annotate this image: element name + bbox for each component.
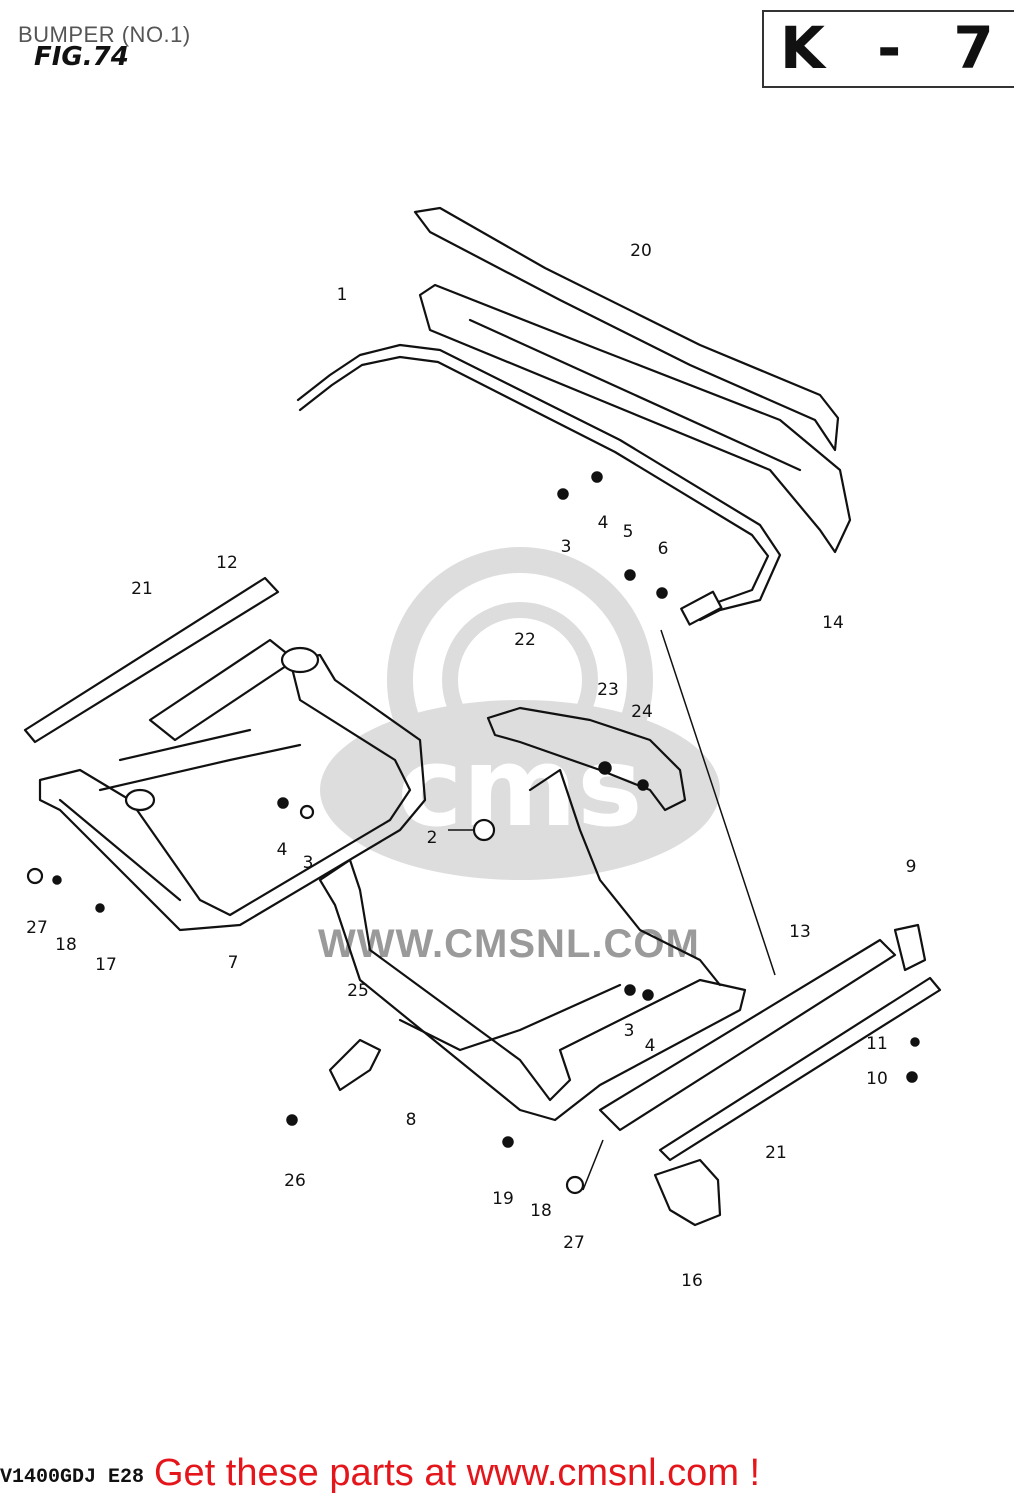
section-title: BUMPER (NO.1) [18, 22, 191, 47]
svg-text:cms: cms [397, 723, 642, 851]
callout-16: 16 [681, 1271, 703, 1291]
callout-4: 4 [645, 1036, 656, 1056]
callout-18: 18 [55, 935, 77, 955]
part-1-frame-pipe [296, 343, 782, 622]
callout-4: 4 [277, 840, 288, 860]
part-12-left-rail [148, 638, 297, 742]
callout-25: 25 [347, 981, 369, 1001]
callout-21: 21 [765, 1143, 787, 1163]
part-7-left-frame [38, 653, 427, 932]
part-21-left-trim [23, 576, 280, 744]
callout-2: 2 [427, 828, 438, 848]
callout-5: 5 [623, 522, 634, 542]
fasteners [26, 471, 920, 1195]
callout-26: 26 [284, 1171, 306, 1191]
callout-18: 18 [530, 1201, 552, 1221]
callout-3: 3 [561, 537, 572, 557]
callout-14: 14 [822, 613, 844, 633]
part-25-clamp [328, 1038, 382, 1092]
callout-27: 27 [26, 918, 48, 938]
part-22-bracket [486, 706, 687, 812]
callout-8: 8 [406, 1110, 417, 1130]
callout-1: 1 [337, 285, 348, 305]
callout-3: 3 [303, 853, 314, 873]
group-code-box [762, 10, 1014, 88]
callout-17: 17 [95, 955, 117, 975]
part-16-end-cap [653, 1158, 722, 1227]
callout-12: 12 [216, 553, 238, 573]
group-code: K - 7 [780, 14, 1010, 82]
callout-9: 9 [906, 857, 917, 877]
part-20-bumper-cover [413, 206, 840, 452]
callout-10: 10 [866, 1069, 888, 1089]
callout-23: 23 [597, 680, 619, 700]
callout-7: 7 [228, 953, 239, 973]
callout-4: 4 [598, 513, 609, 533]
callout-20: 20 [630, 241, 652, 261]
callout-13: 13 [789, 922, 811, 942]
part-21-right-trim [658, 976, 942, 1162]
callout-24: 24 [631, 702, 653, 722]
model-code: V1400GDJ E28 [0, 1466, 145, 1489]
part-8-lower-frame [318, 858, 747, 1122]
part-14-bumper-bar [418, 283, 852, 554]
callout-21: 21 [131, 579, 153, 599]
figure-label: FIG.74 [34, 42, 129, 72]
callout-19: 19 [492, 1189, 514, 1209]
buy-parts-link[interactable]: Get these parts at www.cmsnl.com ! [154, 1452, 761, 1494]
callout-22: 22 [514, 630, 536, 650]
part-13-right-trim [598, 938, 897, 1132]
callout-27: 27 [563, 1233, 585, 1253]
callout-3: 3 [624, 1021, 635, 1041]
callout-6: 6 [658, 539, 669, 559]
callout-11: 11 [866, 1034, 888, 1054]
